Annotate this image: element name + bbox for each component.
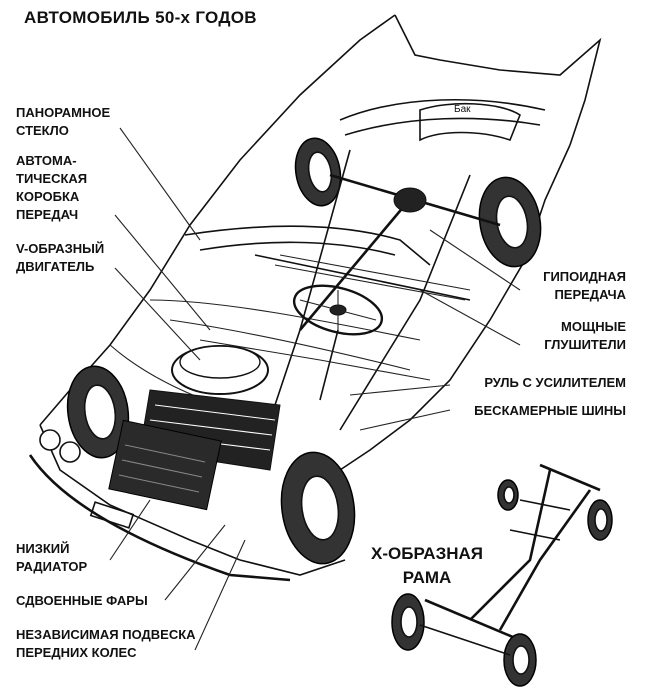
label-hypoid-gear: ГИПОИДНАЯ ПЕРЕДАЧА bbox=[543, 268, 626, 304]
label-automatic-gearbox: АВТОМА- ТИЧЕСКАЯ КОРОБКА ПЕРЕДАЧ bbox=[16, 152, 87, 224]
label-line: КОРОБКА bbox=[16, 189, 80, 204]
label-mufflers: МОЩНЫЕ ГЛУШИТЕЛИ bbox=[544, 318, 626, 354]
label-low-radiator: НИЗКИЙ РАДИАТОР bbox=[16, 540, 87, 576]
label-v-engine: V-ОБРАЗНЫЙ ДВИГАТЕЛЬ bbox=[16, 240, 104, 276]
label-line: РУЛЬ С УСИЛИТЕЛЕМ bbox=[484, 375, 626, 390]
label-line: АВТОМА- bbox=[16, 153, 77, 168]
label-line: ТИЧЕСКАЯ bbox=[16, 171, 88, 186]
label-power-steering: РУЛЬ С УСИЛИТЕЛЕМ bbox=[484, 374, 626, 392]
diagram-title: АВТОМОБИЛЬ 50-х ГОДОВ bbox=[24, 8, 257, 27]
label-line: ПАНОРАМНОЕ bbox=[16, 105, 111, 120]
label-line: БЕСКАМЕРНЫЕ ШИНЫ bbox=[474, 403, 626, 418]
label-panoramic-glass: ПАНОРАМНОЕ СТЕКЛО bbox=[16, 104, 110, 140]
fuel-tank bbox=[419, 102, 521, 142]
label-line: ПЕРЕДНИХ КОЛЕС bbox=[16, 645, 137, 660]
label-line: ПЕРЕДАЧ bbox=[16, 207, 79, 222]
headlights bbox=[39, 429, 81, 463]
label-x-frame: Х-ОБРАЗНАЯ РАМА bbox=[352, 542, 502, 590]
front-left-wheel bbox=[66, 365, 130, 459]
label-line: НЕЗАВИСИМАЯ ПОДВЕСКА bbox=[16, 627, 196, 642]
label-tubeless-tyres: БЕСКАМЕРНЫЕ ШИНЫ bbox=[474, 402, 626, 420]
tank-label: Бак bbox=[454, 104, 471, 115]
label-line: V-ОБРАЗНЫЙ bbox=[16, 241, 105, 256]
label-line: ГЛУШИТЕЛИ bbox=[544, 337, 626, 352]
x-frame-drawing bbox=[391, 463, 613, 687]
label-line: СДВОЕННЫЕ ФАРЫ bbox=[16, 593, 148, 608]
label-dual-headlights: СДВОЕННЫЕ ФАРЫ bbox=[16, 592, 148, 610]
engine bbox=[108, 345, 281, 511]
label-line: РАДИАТОР bbox=[16, 559, 88, 574]
steering-wheel bbox=[292, 284, 384, 401]
label-line: ПЕРЕДАЧА bbox=[554, 287, 626, 302]
leader-lines bbox=[109, 127, 521, 651]
rear-left-wheel bbox=[294, 137, 342, 207]
car-body bbox=[28, 14, 602, 582]
label-line: ГИПОИДНАЯ bbox=[543, 269, 626, 284]
rear-right-wheel bbox=[478, 176, 542, 268]
label-line: НИЗКИЙ bbox=[16, 541, 70, 556]
drivetrain bbox=[199, 149, 501, 451]
label-line: ДВИГАТЕЛЬ bbox=[16, 259, 95, 274]
label-front-suspension: НЕЗАВИСИМАЯ ПОДВЕСКА ПЕРЕДНИХ КОЛЕС bbox=[16, 626, 196, 662]
label-line: МОЩНЫЕ bbox=[561, 319, 626, 334]
front-right-wheel bbox=[280, 451, 356, 565]
label-line: СТЕКЛО bbox=[16, 123, 69, 138]
label-line: Х-ОБРАЗНАЯ bbox=[371, 544, 483, 563]
label-line: РАМА bbox=[402, 568, 452, 587]
